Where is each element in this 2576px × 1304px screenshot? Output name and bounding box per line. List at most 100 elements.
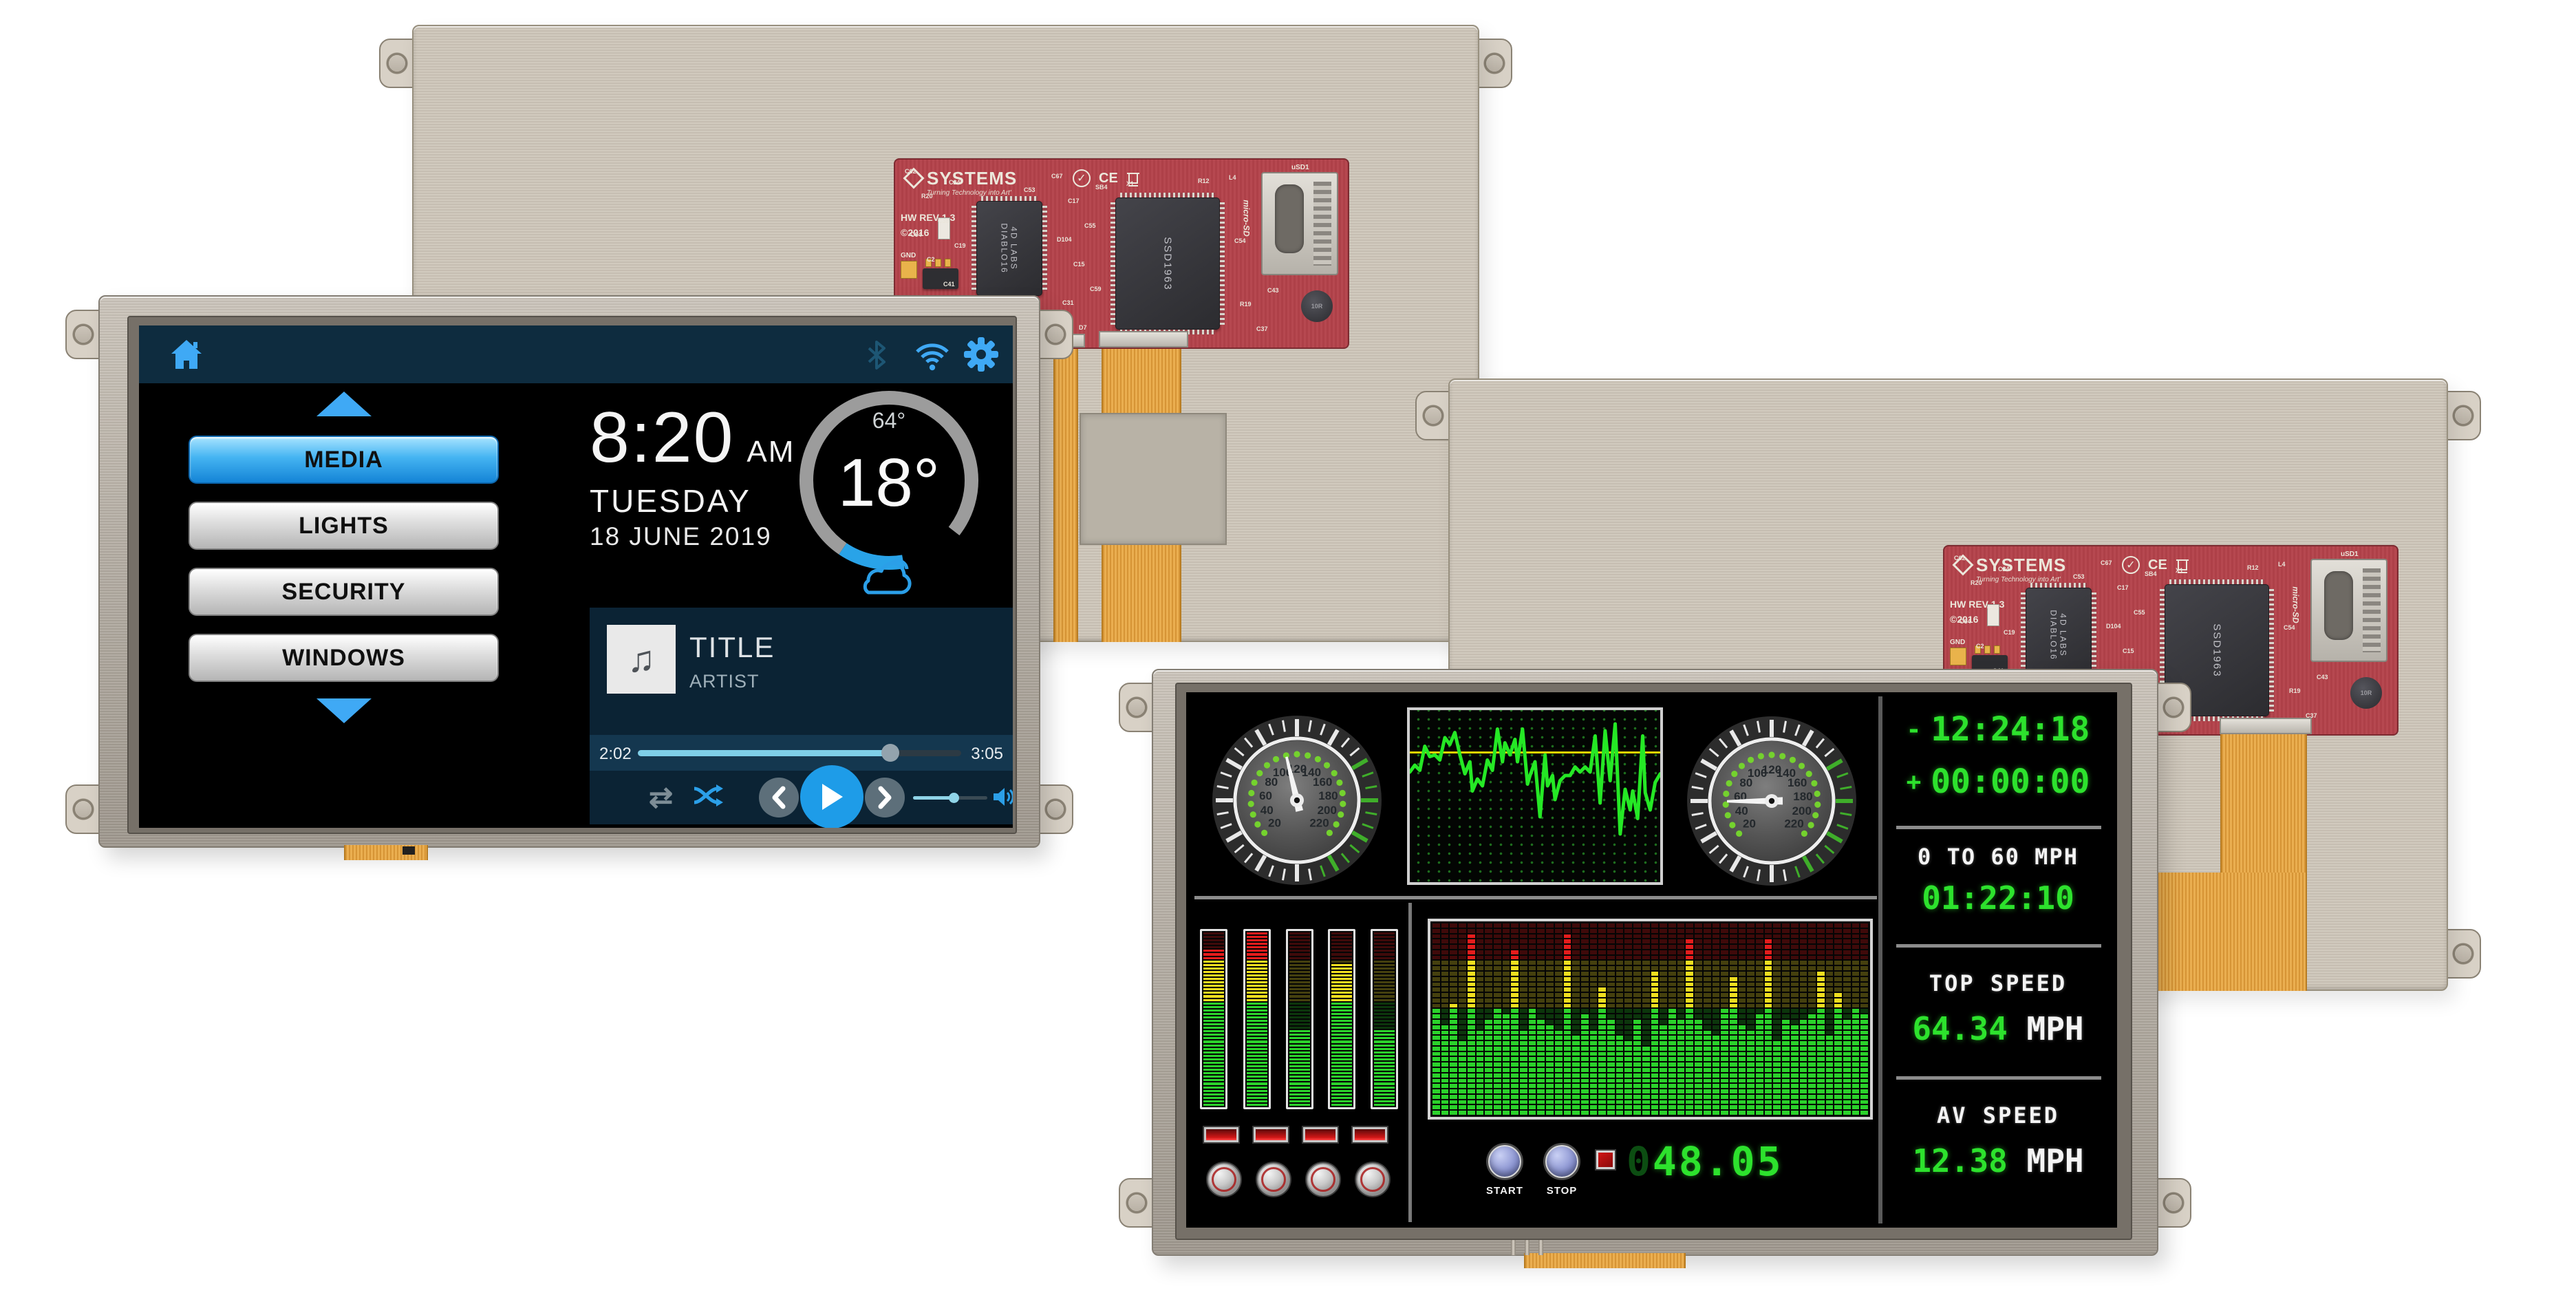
svg-text:140: 140	[1777, 767, 1796, 780]
cert-row: ✓ CE	[1073, 169, 1140, 187]
outside-temp: 64°	[872, 408, 906, 433]
connector-stub	[402, 846, 415, 855]
oscilloscope-display	[1407, 707, 1663, 885]
seek-thumb[interactable]	[881, 744, 899, 762]
volume-thumb[interactable]	[949, 793, 960, 803]
wifi-icon	[916, 343, 949, 371]
mounting-tab	[1119, 1178, 1155, 1228]
component-ref: C2	[927, 256, 935, 263]
svg-text:20: 20	[1743, 817, 1756, 831]
clock-positive: + 00:00:00	[1906, 762, 2090, 801]
scroll-up-button[interactable]	[316, 392, 372, 416]
component-ref: C55	[2134, 609, 2145, 616]
svg-text:40: 40	[1735, 804, 1748, 817]
component-ref: C17	[2117, 584, 2129, 591]
pad	[1984, 645, 1990, 654]
component-ref: C53	[2073, 573, 2085, 580]
component-ref: D104	[1057, 236, 1072, 243]
crystal	[938, 217, 950, 239]
mounting-tab	[1038, 310, 1073, 359]
crystal	[1987, 604, 1999, 626]
flex-stiffener-pad	[1080, 413, 1227, 545]
svg-text:180: 180	[1793, 790, 1812, 803]
previous-button[interactable]	[759, 778, 799, 817]
stop-button[interactable]	[1545, 1145, 1578, 1178]
gnd-pad	[1950, 648, 1966, 665]
menu-button-media[interactable]: MEDIA	[189, 436, 499, 484]
progress-row: 2:02 3:05	[590, 735, 1013, 771]
metal-knob-button[interactable]	[1307, 1163, 1340, 1196]
diablo16-processor: 4D LABS DIABLO16	[972, 196, 1047, 301]
next-button[interactable]	[865, 778, 905, 817]
play-button[interactable]	[800, 765, 863, 828]
volume-slider[interactable]	[913, 793, 987, 803]
speaker-icon[interactable]	[993, 786, 1013, 808]
scroll-down-button[interactable]	[316, 698, 372, 723]
vu-meter	[1328, 929, 1355, 1109]
start-button[interactable]	[1488, 1145, 1521, 1178]
copyright-label: ©2016	[901, 227, 930, 238]
menu-button-windows[interactable]: WINDOWS	[189, 634, 499, 682]
component-ref: C17	[1068, 197, 1080, 204]
component-ref: R20	[921, 193, 933, 200]
zero-to-sixty-time: 01:22:10	[1922, 879, 2074, 917]
inside-temp: 18°	[837, 445, 941, 520]
micro-sd-slot	[2310, 559, 2387, 662]
repeat-icon[interactable]: ⇄	[649, 781, 674, 813]
inductor: 10R	[2350, 677, 2382, 709]
vu-meter	[1200, 929, 1227, 1109]
mounting-tab	[65, 310, 101, 359]
shuffle-icon[interactable]	[693, 783, 723, 808]
component-ref: L4	[1229, 174, 1236, 181]
vu-meter	[1371, 929, 1398, 1109]
rohs-check-icon: ✓	[2122, 556, 2140, 574]
brand-tagline: Turning Technology into Art'	[1976, 576, 2061, 584]
status-bar	[139, 325, 1013, 383]
component-ref: C41	[943, 281, 955, 288]
gear-icon[interactable]	[963, 336, 999, 372]
bluetooth-icon	[868, 341, 886, 370]
mounting-tab	[2156, 683, 2191, 732]
inductor: 10R	[1301, 290, 1333, 322]
svg-text:220: 220	[1309, 817, 1329, 830]
red-indicator-led	[1254, 1127, 1288, 1142]
metal-knob-button[interactable]	[1257, 1163, 1290, 1196]
odometer-display: 048.05	[1627, 1138, 1783, 1185]
weee-bin-icon	[2176, 559, 2189, 573]
ce-mark: CE	[2148, 557, 2167, 573]
metal-knob-button[interactable]	[1356, 1163, 1389, 1196]
knob-row	[1208, 1163, 1389, 1196]
av-speed-label: AV SPEED	[1936, 1102, 2060, 1129]
mounting-tab	[1119, 683, 1155, 732]
silkscreen-refs: C62L4C64X1C54C60C53R19R20C2R26U4C37C38C4…	[1944, 546, 2397, 734]
svg-text:140: 140	[1302, 766, 1321, 779]
ssd1963-controller: SSD1963	[1110, 193, 1225, 334]
controller-pcb: SYSTEMS Turning Technology into Art' ✓ C…	[894, 158, 1349, 349]
spectrum-analyzer	[1428, 919, 1873, 1120]
seek-bar[interactable]	[638, 744, 961, 762]
4d-systems-logo: SYSTEMS Turning Technology into Art'	[903, 167, 1017, 197]
component-ref: C38	[1987, 604, 1999, 611]
metal-knob-button[interactable]	[1208, 1163, 1241, 1196]
menu-button-security[interactable]: SECURITY	[189, 568, 499, 616]
component-ref: L4	[2278, 561, 2286, 568]
svg-text:60: 60	[1259, 789, 1272, 802]
divider	[1408, 903, 1412, 1222]
svg-text:200: 200	[1792, 804, 1812, 817]
component-ref: C37	[1256, 325, 1268, 332]
clock-ampm: AM	[747, 435, 795, 469]
odometer-value: 48.05	[1652, 1138, 1783, 1185]
track-artist: ARTIST	[689, 671, 760, 692]
home-icon[interactable]	[169, 338, 204, 371]
component-ref: C19	[2004, 629, 2015, 636]
usd-ref: uSD1	[1291, 164, 1309, 171]
stop-label: STOP	[1546, 1185, 1578, 1197]
mounting-tab	[1415, 391, 1451, 440]
menu-button-lights[interactable]: LIGHTS	[189, 502, 499, 550]
component-ref: R19	[2289, 687, 2301, 694]
clock: 8:20 AM	[590, 397, 795, 479]
pad	[925, 259, 932, 267]
vu-meter	[1243, 929, 1271, 1109]
mounting-tab	[379, 39, 415, 88]
